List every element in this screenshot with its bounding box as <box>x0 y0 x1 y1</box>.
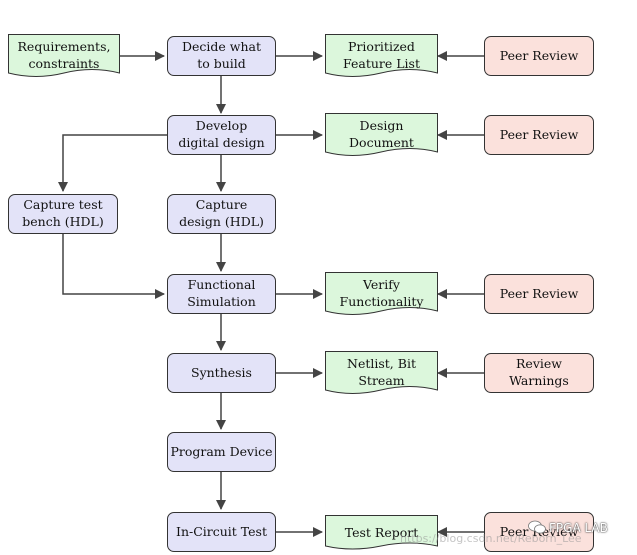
capture-test-label: Capture test bench (HDL) <box>22 197 104 229</box>
arrow-capture-test-to-functional-sim <box>62 234 165 299</box>
program-process: Program Device <box>167 432 276 472</box>
test-report-document: Test Report <box>325 515 438 551</box>
feature-list-document: Prioritized Feature List <box>325 34 438 78</box>
feature-list-label: Prioritized Feature List <box>343 39 420 71</box>
decide-process: Decide what to build <box>167 36 276 76</box>
peer-review-2-label: Peer Review <box>499 126 579 142</box>
in-circuit-label: In-Circuit Test <box>176 523 267 539</box>
watermark-url: https://blog.csdn.net/Reborn_Lee <box>400 532 582 545</box>
wechat-logo-icon <box>528 520 546 534</box>
develop-process: Develop digital design <box>167 115 276 155</box>
verify-document: Verify Functionality <box>325 272 438 316</box>
in-circuit-process: In-Circuit Test <box>167 512 276 552</box>
capture-design-label: Capture design (HDL) <box>179 197 264 229</box>
test-report-label: Test Report <box>344 524 419 540</box>
peer-review-3: Peer Review <box>484 274 594 314</box>
functional-sim-process: Functional Simulation <box>167 274 276 314</box>
requirements-label: Requirements, constraints <box>17 39 111 71</box>
synthesis-process: Synthesis <box>167 353 276 393</box>
capture-design-process: Capture design (HDL) <box>167 194 276 234</box>
peer-review-3-label: Peer Review <box>499 285 579 301</box>
requirements-document: Requirements, constraints <box>8 34 120 78</box>
design-doc-document: Design Document <box>325 113 438 157</box>
verify-label: Verify Functionality <box>339 277 424 309</box>
capture-test-process: Capture test bench (HDL) <box>8 194 118 234</box>
review-warnings: Review Warnings <box>484 353 594 393</box>
peer-review-1-label: Peer Review <box>499 47 579 63</box>
review-warnings-label: Review Warnings <box>509 356 569 388</box>
peer-review-2: Peer Review <box>484 115 594 155</box>
decide-label: Decide what to build <box>181 39 262 71</box>
arrow-develop-to-capture-test <box>58 134 167 192</box>
synthesis-label: Synthesis <box>191 364 252 380</box>
netlist-label: Netlist, Bit Stream <box>347 356 416 388</box>
program-label: Program Device <box>170 443 273 459</box>
watermark-label: FPGA LAB <box>549 521 608 535</box>
netlist-document: Netlist, Bit Stream <box>325 351 438 395</box>
design-doc-label: Design Document <box>349 118 414 150</box>
peer-review-1: Peer Review <box>484 36 594 76</box>
develop-label: Develop digital design <box>178 118 265 150</box>
functional-sim-label: Functional Simulation <box>187 277 256 309</box>
